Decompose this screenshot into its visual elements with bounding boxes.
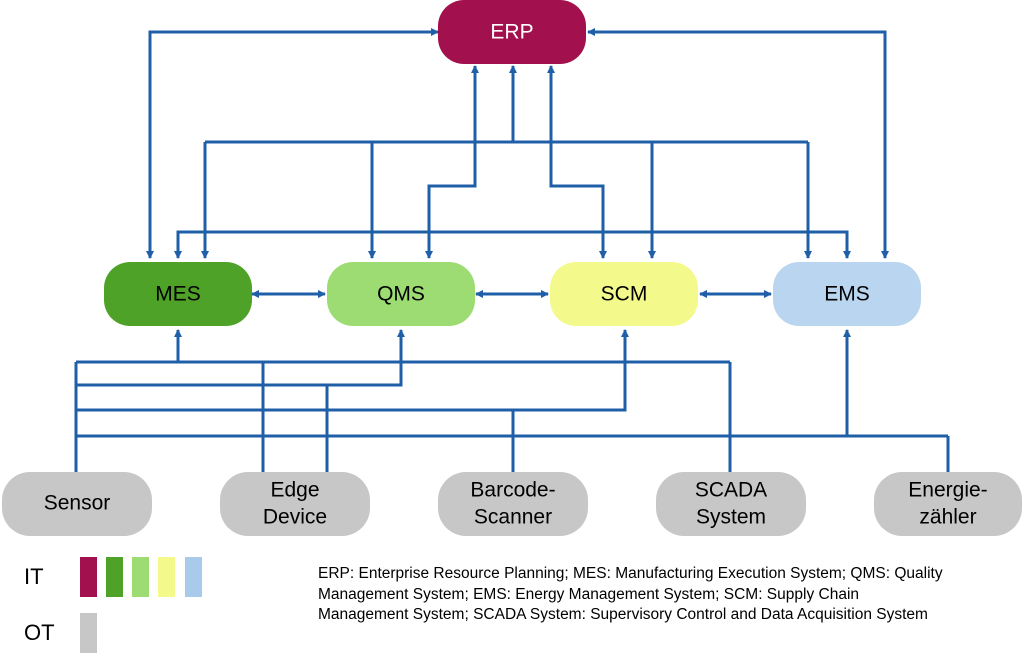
ot-bus-scm bbox=[76, 329, 629, 412]
sensor-label: Sensor bbox=[44, 492, 111, 515]
qms-label: QMS bbox=[377, 283, 425, 306]
mes-node: MES bbox=[104, 262, 252, 326]
scada-label-line2: System bbox=[696, 506, 766, 529]
energie-label-line1: Energie- bbox=[908, 479, 987, 502]
footnote-line-3: Management System; SCADA System: Supervi… bbox=[318, 606, 928, 623]
edge-device-node: Edge Device bbox=[220, 472, 370, 536]
energiezaehler-node: Energie- zähler bbox=[874, 472, 1022, 536]
erp-qms-link bbox=[425, 65, 479, 259]
erp-node: ERP bbox=[438, 0, 586, 64]
edge-label-line1: Edge bbox=[270, 479, 319, 502]
legend-it-label: IT bbox=[24, 564, 44, 589]
erp-scm-link bbox=[547, 65, 607, 259]
legend-swatch-scm bbox=[158, 557, 175, 597]
legend-swatch-qms bbox=[132, 557, 149, 597]
footnote-line-2: Management System; EMS: Energy Managemen… bbox=[318, 585, 860, 603]
scada-system-node: SCADA System bbox=[656, 472, 806, 536]
erp-mes-link bbox=[146, 28, 439, 259]
legend-swatch-ot bbox=[80, 613, 97, 653]
footnote-line-1: ERP: Enterprise Resource Planning; MES: … bbox=[318, 565, 943, 582]
abbreviation-footnote: ERP: Enterprise Resource Planning; MES: … bbox=[318, 564, 1018, 626]
ot-bus-qms bbox=[76, 329, 405, 387]
mes-label: MES bbox=[155, 283, 201, 306]
edge-label-line2: Device bbox=[263, 506, 327, 529]
scm-node: SCM bbox=[550, 262, 698, 326]
sensor-node: Sensor bbox=[2, 472, 152, 536]
barcode-label-line2: Scanner bbox=[474, 506, 552, 529]
connector-lines bbox=[74, 28, 950, 472]
ems-node: EMS bbox=[773, 262, 921, 326]
energie-label-line2: zähler bbox=[919, 506, 976, 529]
legend: IT OT bbox=[24, 557, 202, 653]
legend-swatch-erp bbox=[80, 557, 97, 597]
scada-label-line1: SCADA bbox=[695, 479, 767, 502]
qms-node: QMS bbox=[327, 262, 475, 326]
mes-ems-bar bbox=[174, 230, 851, 259]
barcode-scanner-node: Barcode- Scanner bbox=[438, 472, 588, 536]
legend-swatch-mes bbox=[106, 557, 123, 597]
barcode-label-line1: Barcode- bbox=[470, 479, 555, 502]
scm-label: SCM bbox=[601, 283, 648, 306]
erp-label: ERP bbox=[490, 21, 533, 44]
ems-label: EMS bbox=[824, 283, 870, 306]
legend-swatch-ems bbox=[185, 557, 202, 597]
legend-ot-label: OT bbox=[24, 620, 55, 645]
erp-ems-link bbox=[587, 28, 889, 259]
